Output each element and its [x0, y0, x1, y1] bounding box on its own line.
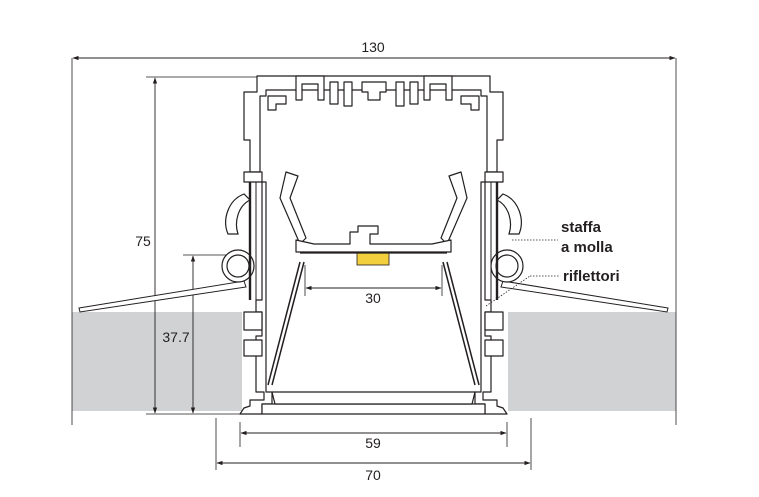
dim-inner-width: 59 [365, 435, 381, 451]
dimension-arrows [72, 55, 676, 466]
spring-wings [78, 280, 669, 313]
ceiling-right [508, 312, 676, 411]
label-spring-clip-line2: a molla [561, 239, 613, 256]
led-strip [356, 252, 390, 266]
spring-clip-right [490, 182, 524, 300]
extension-lines [71, 58, 677, 470]
dim-depth: 37.7 [162, 329, 189, 345]
dim-led-width: 30 [365, 290, 381, 306]
dim-overall-width: 130 [361, 39, 385, 55]
aluminium-profile [239, 75, 508, 415]
dim-overall-height: 75 [135, 233, 151, 249]
spring-clip-left [221, 182, 257, 300]
label-spring-clip-line1: staffa [561, 219, 602, 236]
reflectors [267, 261, 480, 386]
dim-outer-width: 70 [365, 467, 381, 483]
label-reflectors: riflettori [563, 268, 620, 285]
ceiling-left [72, 312, 242, 411]
leader-lines [485, 239, 560, 307]
